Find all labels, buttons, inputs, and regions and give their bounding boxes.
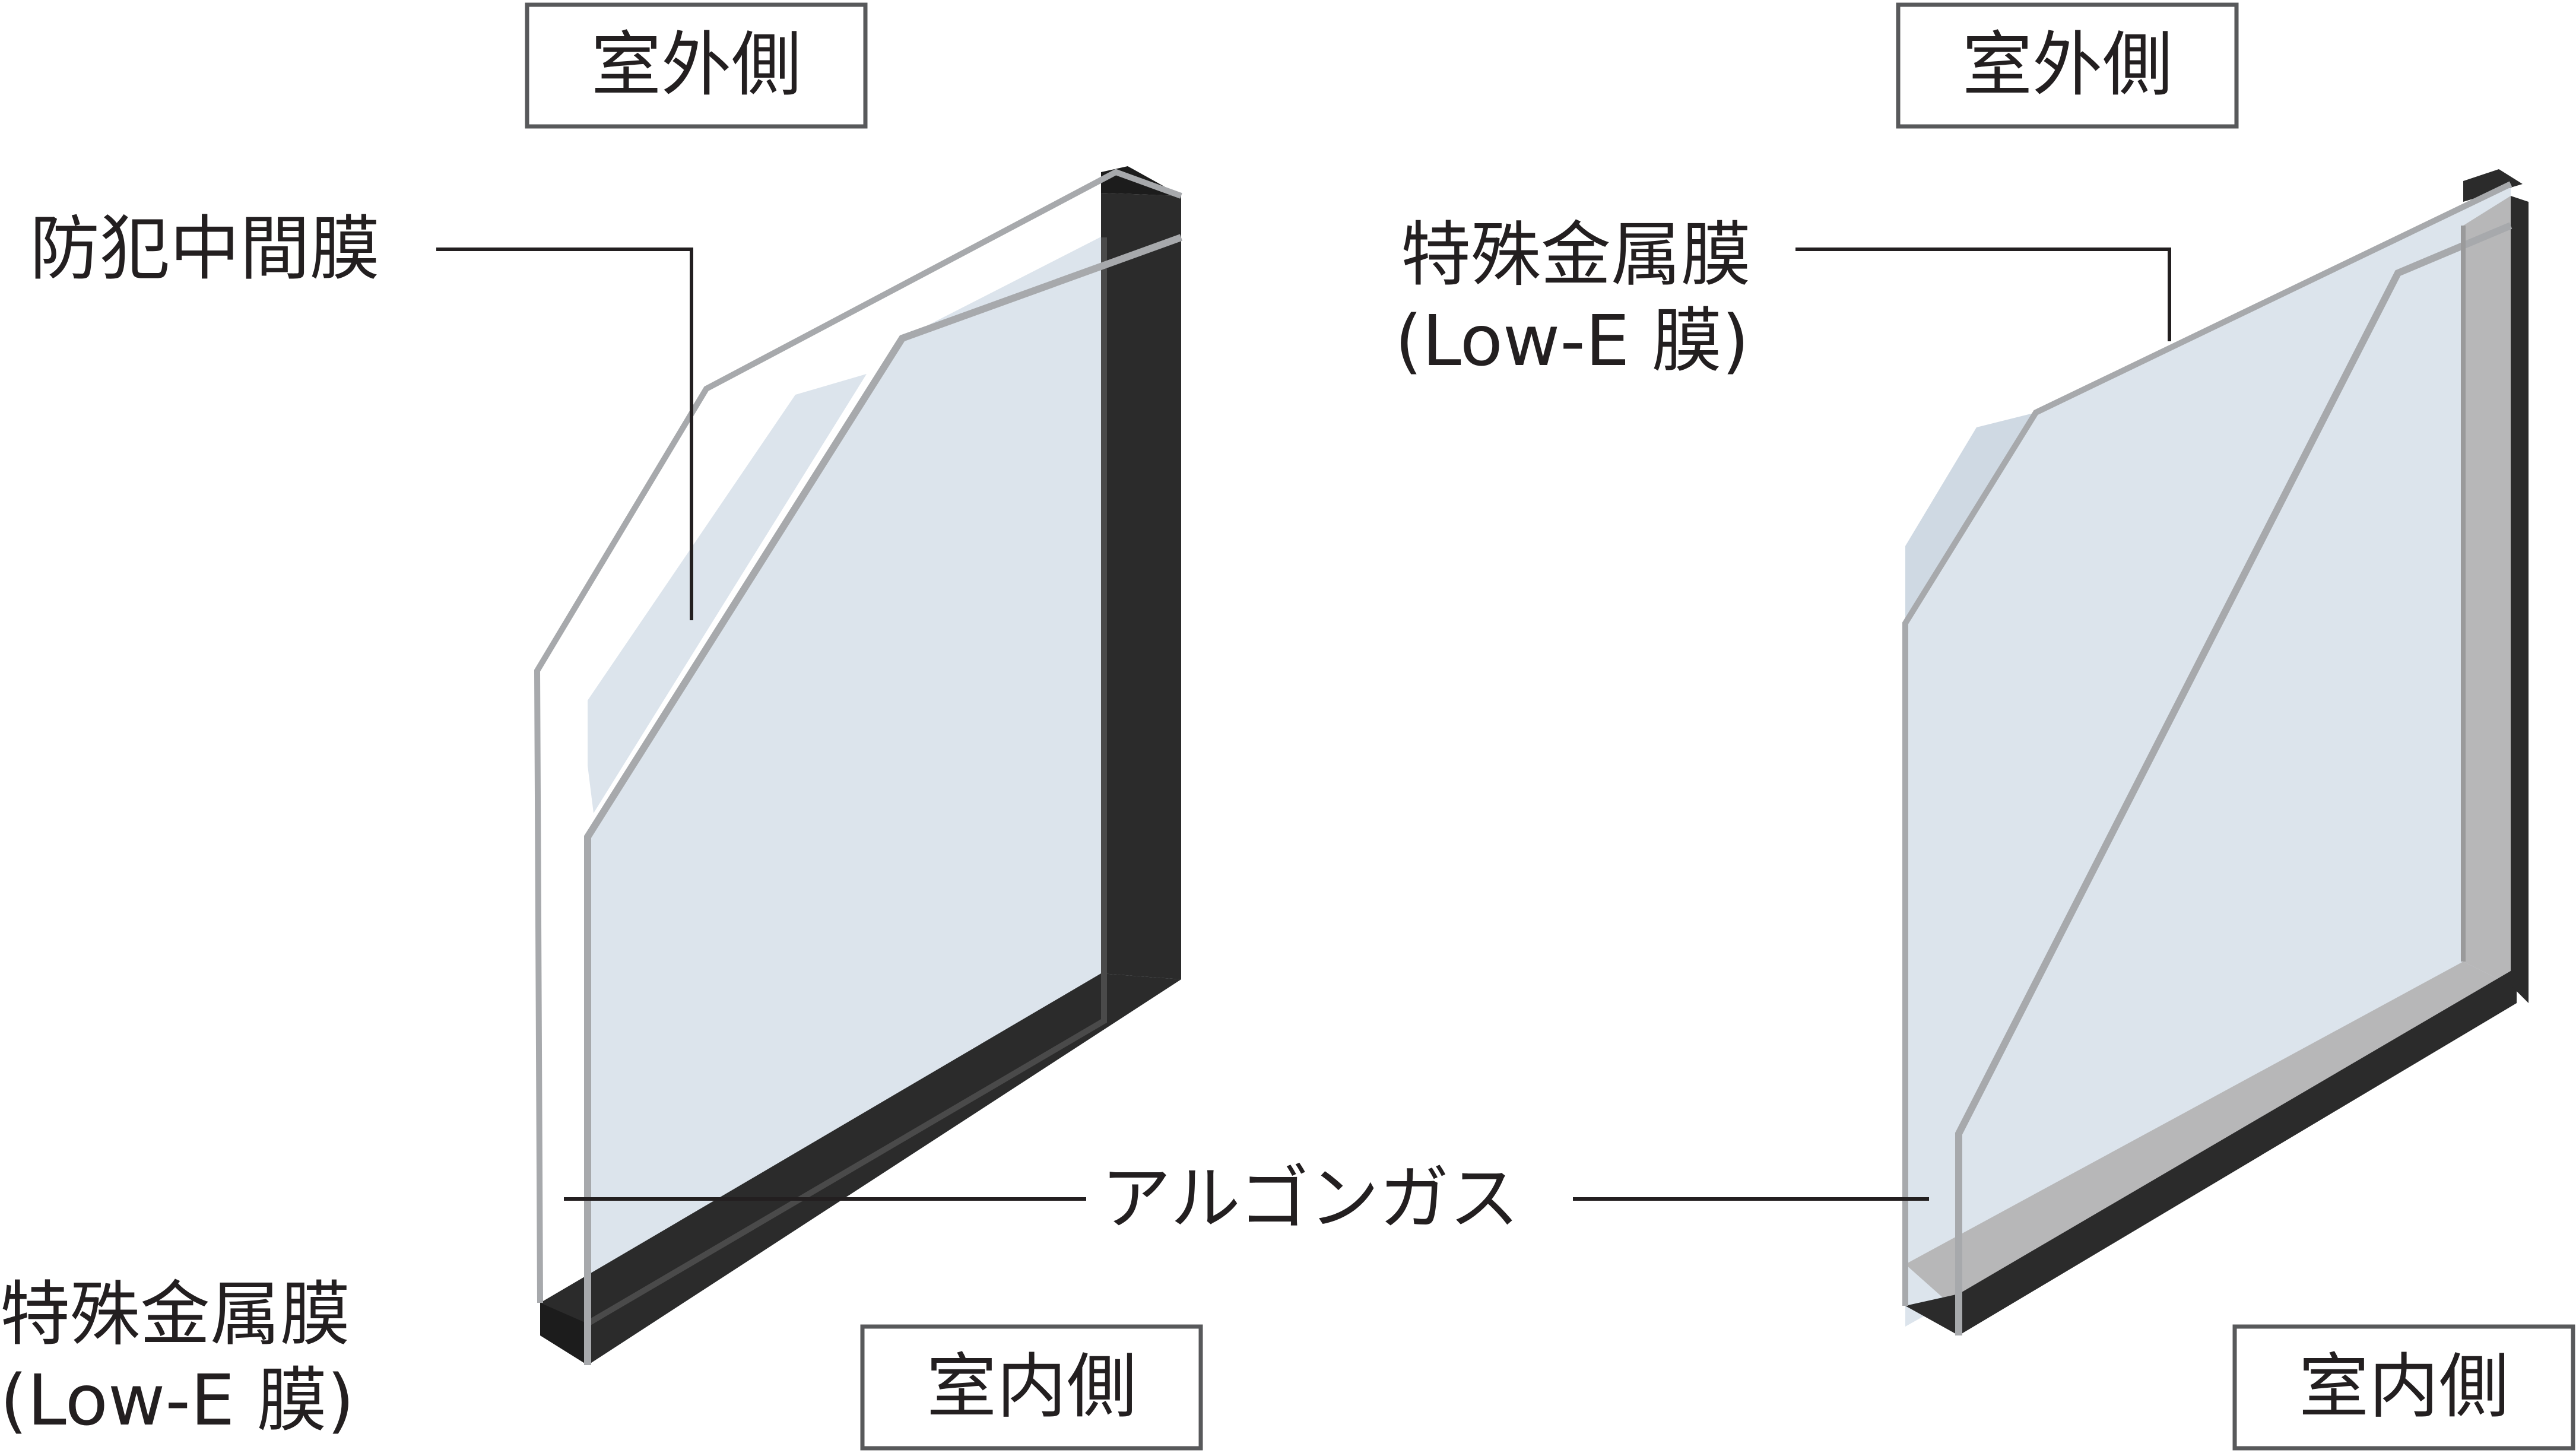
right-inner-pane-edge bbox=[1955, 222, 2512, 1335]
leader-security-film bbox=[436, 248, 693, 620]
right-spacer-bottom bbox=[1905, 962, 2511, 1312]
left-outdoor-box bbox=[525, 2, 868, 129]
left-indoor-label: 室内側 bbox=[927, 1346, 1137, 1427]
right-lowe-label-line1: 特殊金属膜 bbox=[1401, 214, 1751, 296]
right-spacer-right bbox=[2463, 196, 2511, 985]
left-glass-unit bbox=[534, 166, 1183, 1365]
right-outdoor-label: 室外側 bbox=[1962, 24, 2172, 106]
right-indoor-label: 室内側 bbox=[2299, 1346, 2509, 1427]
security-film-label: 防犯中間膜 bbox=[30, 208, 380, 290]
left-lowe-label-line1: 特殊金属膜 bbox=[0, 1273, 350, 1355]
right-glass-unit bbox=[1902, 169, 2529, 1335]
left-spacer-right bbox=[1101, 193, 1181, 979]
gas-label: アルゴンガス bbox=[1101, 1157, 1519, 1239]
right-lowe-label-line2: (Low-E 膜) bbox=[1395, 300, 1749, 382]
left-lowe-label-line2: (Low-E 膜) bbox=[0, 1359, 354, 1441]
left-security-film bbox=[588, 374, 867, 813]
left-outdoor-label: 室外側 bbox=[591, 24, 801, 106]
right-indoor-box bbox=[2232, 1324, 2575, 1451]
right-outer-pane-edge bbox=[1902, 181, 2512, 1306]
left-inner-pane-edge bbox=[584, 234, 1183, 1365]
left-indoor-box bbox=[860, 1324, 1203, 1451]
right-outdoor-box bbox=[1896, 2, 2239, 129]
left-outer-pane-edge bbox=[534, 169, 1182, 1303]
leader-lowe-right bbox=[1795, 248, 2171, 341]
